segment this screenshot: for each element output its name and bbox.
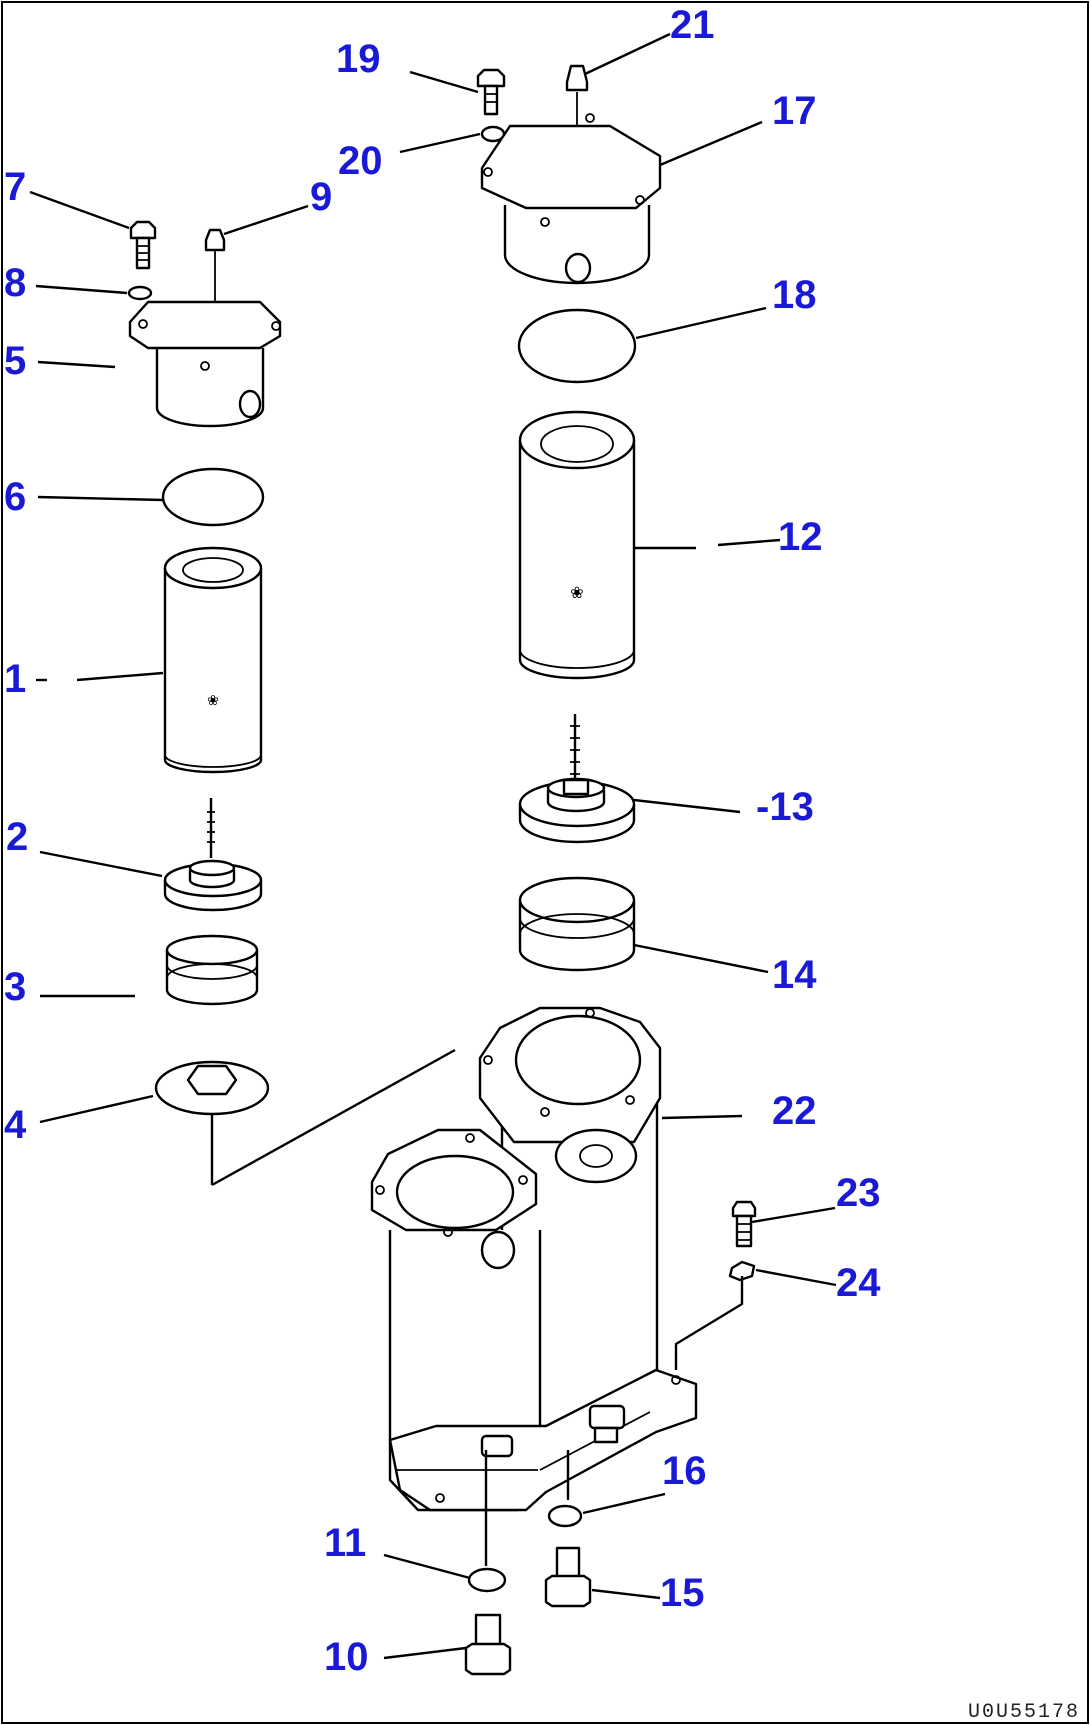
leader-19 <box>409 70 479 94</box>
leader-2 <box>39 850 163 878</box>
leader-4-to-22 <box>211 1048 456 1187</box>
callout-18: 18 <box>772 273 817 317</box>
leader-12b <box>717 538 781 547</box>
part-19-bolt[interactable] <box>476 68 506 116</box>
leader-24 <box>755 1268 837 1287</box>
part-15-plug[interactable] <box>544 1546 592 1608</box>
leader-24-to-22 <box>674 1276 744 1370</box>
callout-16: 16 <box>662 1449 707 1493</box>
part-5-cover[interactable] <box>128 300 282 428</box>
leader-17 <box>659 120 763 167</box>
part-11-plug[interactable] <box>467 1567 507 1593</box>
leader-10 <box>383 1646 467 1660</box>
callout-4: 4 <box>4 1103 27 1147</box>
part-24-washer[interactable] <box>728 1260 756 1282</box>
leader-5 <box>37 360 116 369</box>
part-12-filter-element[interactable]: ❀ <box>518 410 636 680</box>
callout-24: 24 <box>836 1261 881 1305</box>
callout-21: 21 <box>670 3 715 47</box>
leader-14 <box>633 943 769 974</box>
leader-6 <box>37 495 164 502</box>
part-22-filter-housing[interactable] <box>370 1006 698 1512</box>
callout-6: 6 <box>4 475 26 519</box>
callout-9: 9 <box>310 175 332 219</box>
callout-8: 8 <box>4 261 26 305</box>
leader-7 <box>29 190 130 230</box>
part-8-washer[interactable] <box>127 285 153 301</box>
leader-4 <box>39 1094 154 1124</box>
part-13-spring-seat[interactable] <box>518 714 636 844</box>
callout-10: 10 <box>324 1635 369 1679</box>
callout-20: 20 <box>338 139 383 183</box>
callout-23: 23 <box>836 1171 881 1215</box>
callout-11: 11 <box>324 1521 366 1565</box>
leader-21 <box>584 32 671 76</box>
callout-15: 15 <box>660 1571 705 1615</box>
part-23-bolt[interactable] <box>731 1200 757 1248</box>
leader-20 <box>399 132 481 154</box>
leader-18 <box>635 306 767 340</box>
leader-lines <box>29 32 837 1660</box>
part-7-bolt[interactable] <box>129 220 157 270</box>
element-logo: ❀ <box>570 585 583 602</box>
leader-8 <box>35 284 128 295</box>
callout-19: 19 <box>336 37 381 81</box>
part-14-spring[interactable] <box>518 876 636 972</box>
leader-23 <box>751 1206 836 1224</box>
part-4-plate[interactable] <box>154 1060 270 1185</box>
leader-9 <box>223 204 309 236</box>
leader-11 <box>383 1553 471 1580</box>
callout-2: 2 <box>6 815 28 859</box>
callout-12: 12 <box>778 515 823 559</box>
part-17-cover[interactable] <box>480 113 662 285</box>
part-18-o-ring[interactable] <box>517 308 637 384</box>
part-16-plug[interactable] <box>547 1504 583 1528</box>
callout-14: 14 <box>772 953 817 997</box>
part-2-spring-seat[interactable] <box>163 798 263 912</box>
part-10-plug[interactable] <box>464 1613 512 1676</box>
callout-5: 5 <box>4 339 26 383</box>
element-logo: ❀ <box>207 692 219 708</box>
callout-3: 3 <box>4 965 26 1009</box>
callout-1: 1 <box>4 657 26 701</box>
part-6-o-ring[interactable] <box>161 467 265 527</box>
drawing-id: U0U55178 <box>968 1701 1080 1724</box>
callout-13: -13 <box>756 785 814 829</box>
leader-13 <box>633 798 741 814</box>
leader-15 <box>591 1588 661 1600</box>
part-3-spring[interactable] <box>165 934 259 1006</box>
callout-17: 17 <box>772 89 817 133</box>
callout-22: 22 <box>772 1089 817 1133</box>
callout-labels: 1 2 3 4 5 6 7 8 9 10 11 12 -13 14 15 16 … <box>4 3 881 1679</box>
leader-1b <box>76 671 164 682</box>
leader-22 <box>661 1114 743 1120</box>
part-1-filter-element[interactable]: ❀ <box>163 546 263 774</box>
leader-16 <box>582 1492 666 1515</box>
callout-7: 7 <box>4 165 26 209</box>
